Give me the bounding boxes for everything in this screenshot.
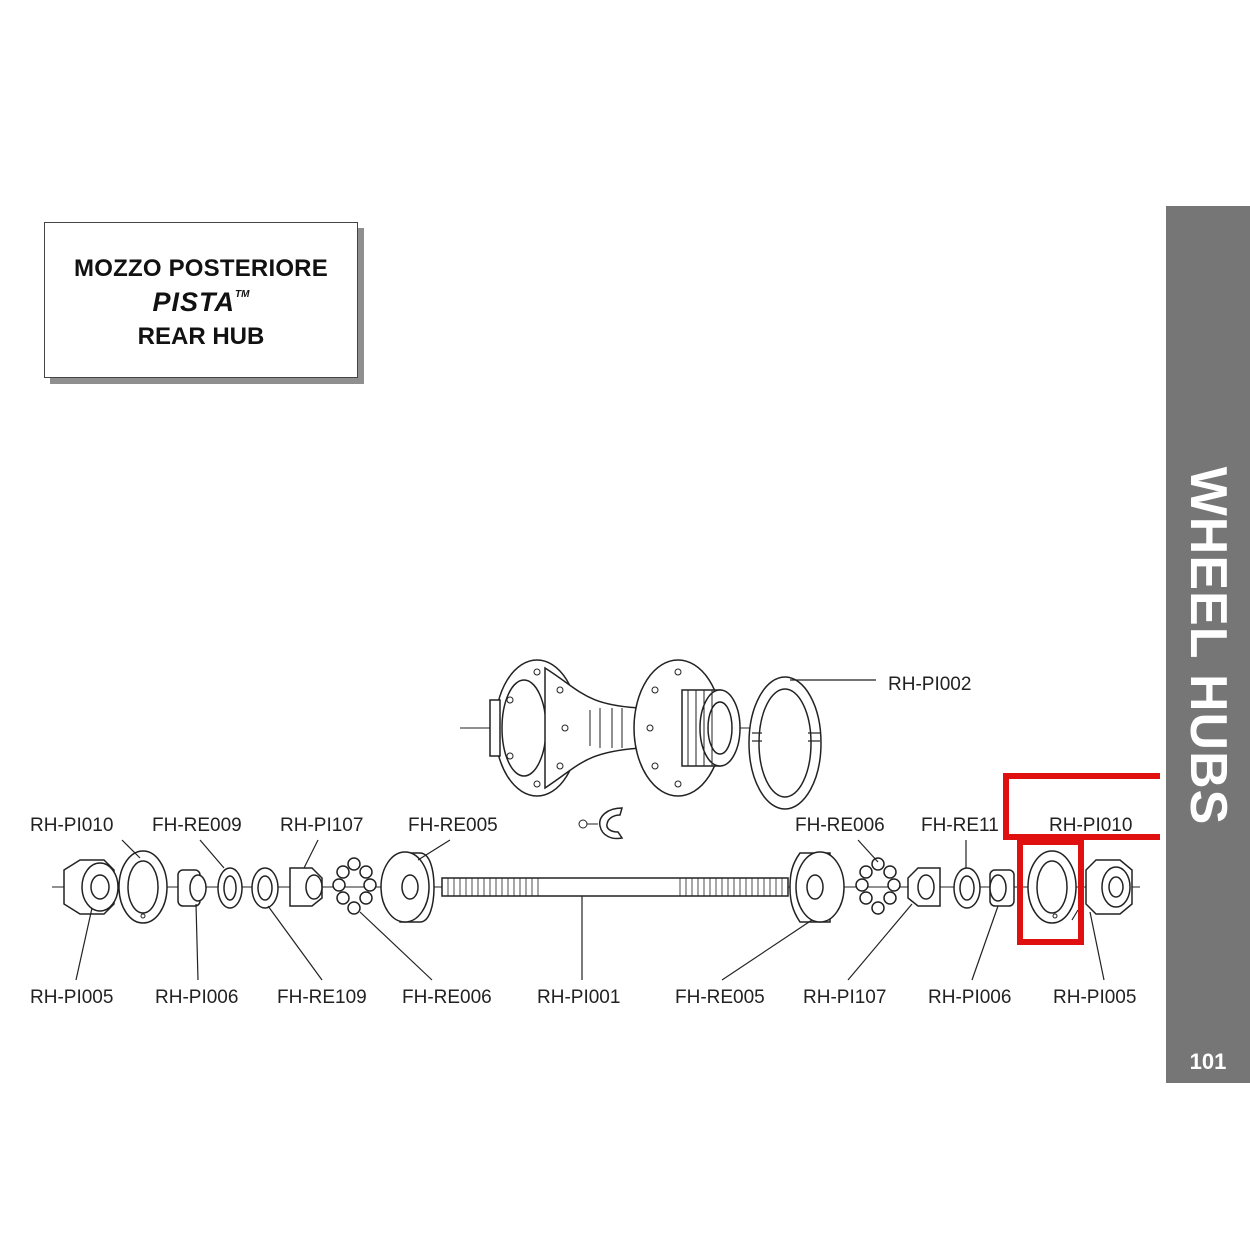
left-bearing-cup (380, 851, 435, 923)
label-right-spacer: RH-PI006 (928, 987, 1011, 1008)
label-left-spacer: RH-PI006 (155, 987, 238, 1008)
label-right-cone: RH-PI010 (1049, 815, 1132, 836)
right-cone (1027, 850, 1077, 924)
label-left-washer: FH-RE009 (152, 815, 242, 836)
lock-ring (748, 676, 822, 810)
right-ball-bearing (855, 857, 901, 915)
label-left-bearing-cup: FH-RE005 (408, 815, 498, 836)
left-cone (118, 850, 168, 924)
section-tab-label: WHEEL HUBS (1179, 466, 1237, 826)
right-axle-nut (1085, 859, 1133, 915)
label-left-cone: RH-PI010 (30, 815, 113, 836)
label-left-axle-nut: RH-PI005 (30, 987, 113, 1008)
exploded-view-diagram: RH-PI002 (30, 659, 1160, 1008)
right-washer (953, 867, 981, 909)
label-hub-lock-ring: RH-PI002 (888, 674, 971, 695)
highlight-label-box (1003, 773, 1160, 840)
hub-shell (460, 659, 760, 797)
left-keyed-washer (251, 867, 279, 909)
highlight-part-box (1017, 839, 1084, 945)
label-axle: RH-PI001 (537, 987, 620, 1008)
title-english: REAR HUB (137, 323, 265, 350)
label-right-washer: FH-RE11 (921, 815, 999, 836)
left-bearing-cone (289, 867, 323, 907)
right-bearing-cup (789, 851, 845, 923)
section-tab: WHEEL HUBS 101 (1166, 206, 1250, 1083)
title-box: MOZZO POSTERIORE PISTATM REAR HUB (44, 222, 358, 378)
left-spacer (177, 869, 207, 907)
label-right-ball-bearing: FH-RE006 (795, 815, 885, 836)
label-right-bearing-cup: FH-RE005 (675, 987, 765, 1008)
leader-lines (75, 839, 1105, 981)
label-right-axle-nut: RH-PI005 (1053, 987, 1136, 1008)
left-axle-nut (63, 859, 119, 915)
right-bearing-cone (907, 867, 941, 907)
trademark-mark: TM (235, 289, 250, 300)
label-right-bearing-cone: RH-PI107 (803, 987, 886, 1008)
retaining-clip (578, 807, 624, 840)
label-left-bearing-cone: RH-PI107 (280, 815, 363, 836)
title-brand: PISTATM (45, 287, 357, 318)
right-spacer (989, 869, 1015, 907)
page-number: 101 (1189, 1049, 1227, 1074)
left-ball-bearing (332, 857, 377, 915)
axle (441, 877, 789, 897)
brand-name: PISTA (152, 287, 236, 317)
label-left-keyed-washer: FH-RE109 (277, 987, 367, 1008)
title-italian: MOZZO POSTERIORE (74, 255, 328, 282)
label-left-ball-bearing: FH-RE006 (402, 987, 492, 1008)
left-washer (217, 867, 243, 909)
